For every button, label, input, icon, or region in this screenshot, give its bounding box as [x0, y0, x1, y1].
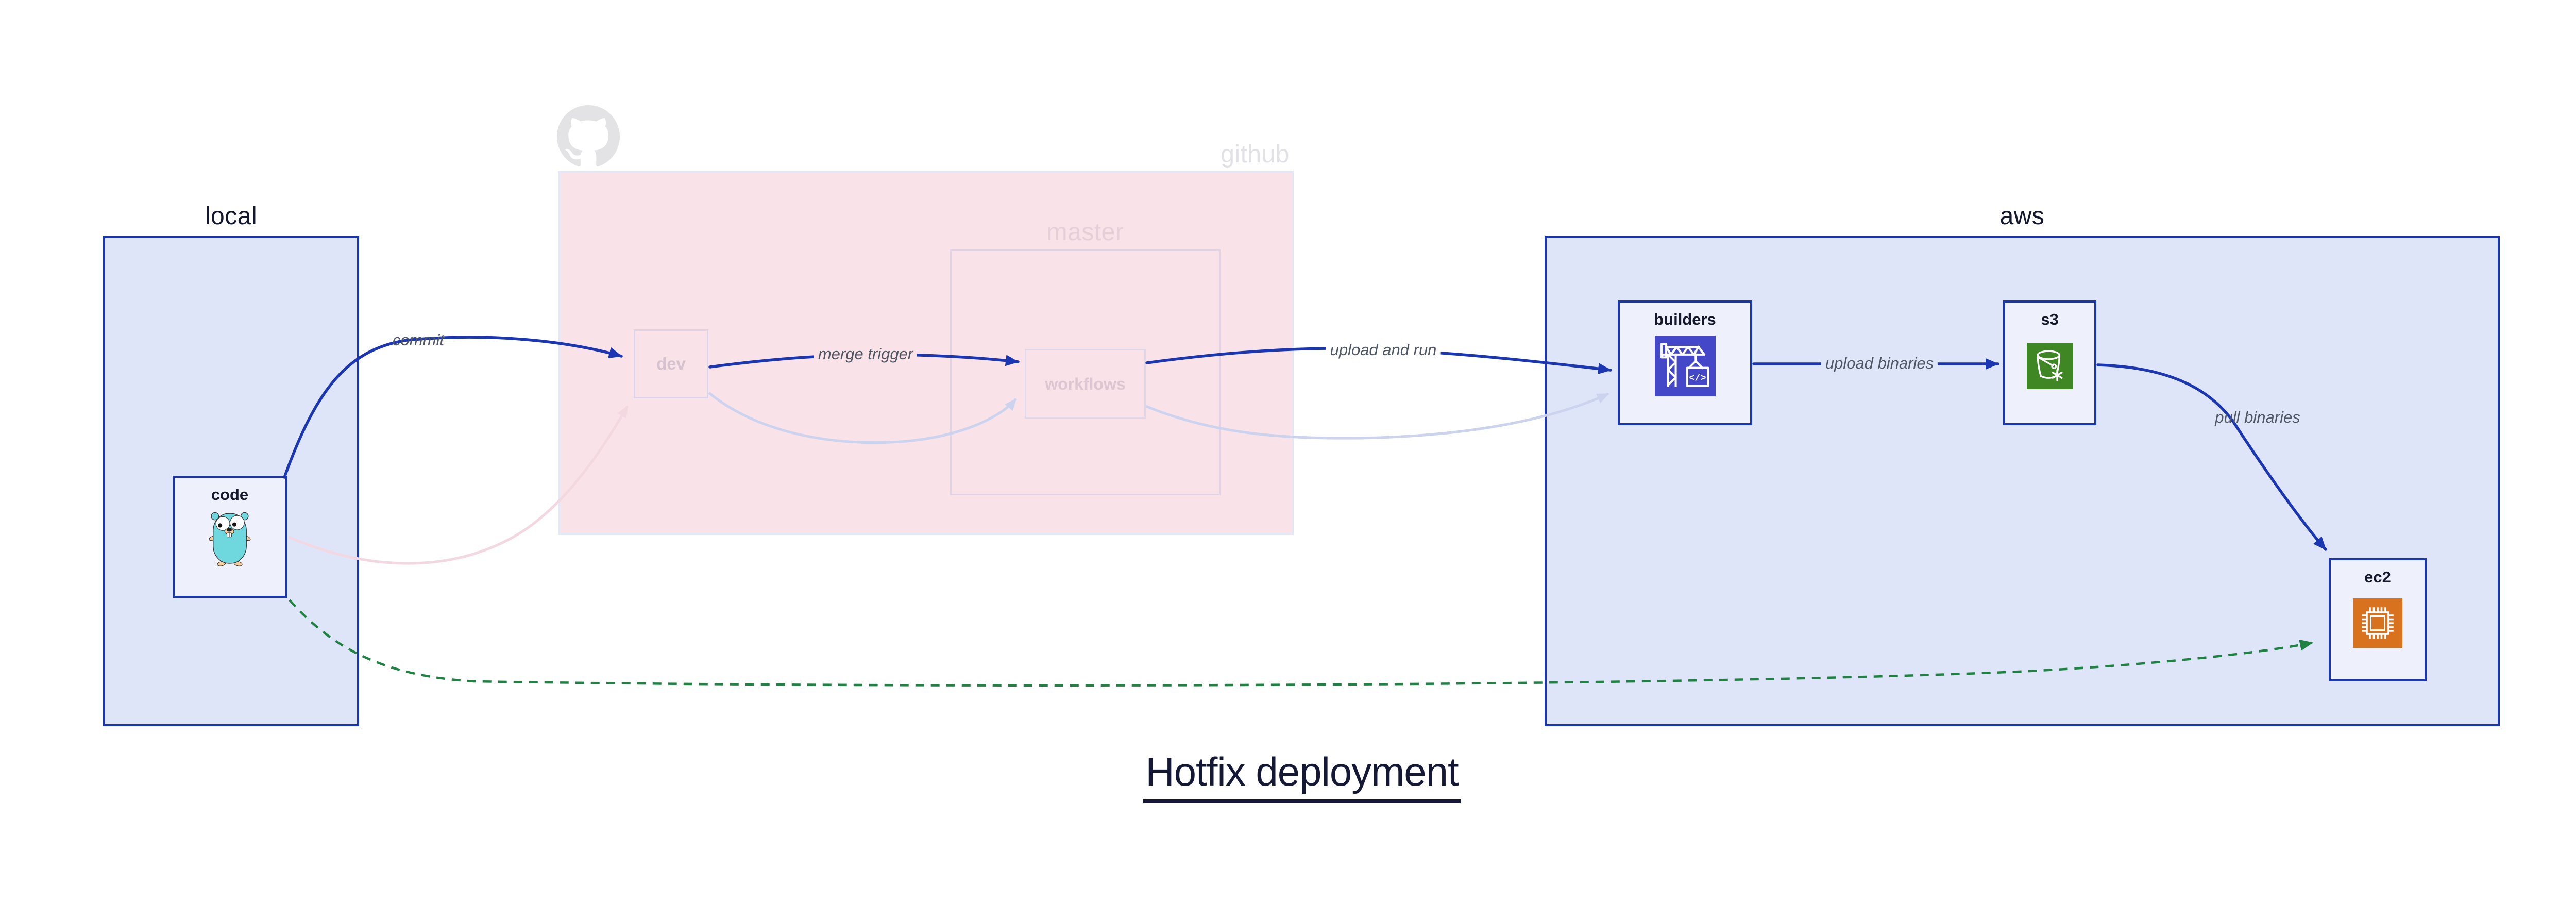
diagram-title-text: Hotfix deployment: [1143, 748, 1461, 803]
cluster-master-label: master: [1046, 219, 1124, 246]
node-builders: builders </>: [1618, 300, 1752, 425]
crane-icon: </>: [1654, 336, 1716, 396]
cluster-github-label: github: [1221, 141, 1290, 168]
github-octocat-icon: [557, 105, 620, 166]
node-ec2: ec2: [2329, 558, 2427, 681]
node-dev: dev: [634, 329, 708, 398]
cluster-local-label: local: [205, 203, 258, 230]
s3-bucket-icon: [2026, 343, 2073, 389]
node-s3: s3: [2003, 300, 2096, 425]
node-ec2-label: ec2: [2364, 568, 2391, 586]
node-s3-label: s3: [2041, 310, 2059, 328]
edge-label-upload-binaries: upload binaries: [1821, 354, 1938, 373]
go-gopher-icon: [209, 512, 251, 566]
node-code-label: code: [211, 486, 249, 504]
edge-label-pull-binaries: pull binaries: [2215, 408, 2300, 426]
ec2-chip-icon: [2353, 598, 2402, 648]
node-code: code: [173, 476, 287, 598]
node-builders-label: builders: [1654, 310, 1716, 328]
node-dev-label: dev: [656, 354, 686, 373]
edge-label-commit: commit: [393, 331, 444, 349]
edge-label-upload-and-run: upload and run: [1326, 340, 1441, 360]
code-glyph: </>: [1689, 373, 1706, 384]
node-workflows: workflows: [1025, 349, 1146, 419]
edge-label-merge-trigger: merge trigger: [814, 344, 918, 364]
node-workflows-label: workflows: [1045, 374, 1126, 393]
cluster-master: master: [950, 219, 1221, 495]
cluster-aws-label: aws: [1999, 203, 2045, 230]
diagram-title: Hotfix deployment: [0, 748, 2576, 803]
